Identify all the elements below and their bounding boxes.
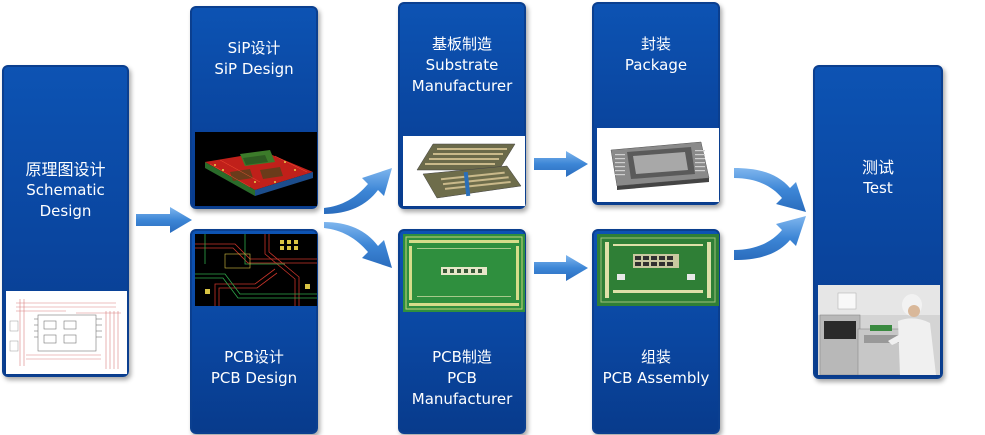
pcb-mfg-label-en1: PCB <box>447 369 477 387</box>
pcb-design-image <box>195 234 317 306</box>
stage-sip-design: SiP设计 SiP Design <box>190 6 318 209</box>
pcb-assembly-image <box>597 234 719 306</box>
substrate-label-en2: Manufacturer <box>411 77 513 95</box>
substrate-image <box>403 136 525 206</box>
assembly-label-zh: 组装 <box>640 348 671 366</box>
test-label-en1: Test <box>863 179 893 197</box>
sip-label-en1: SiP Design <box>214 60 294 78</box>
package-label-en1: Package <box>624 56 688 74</box>
substrate-label-en1: Substrate <box>425 56 499 74</box>
arrow-substrate-to-package <box>534 150 588 178</box>
schematic-label-zh: 原理图设计 <box>25 160 106 179</box>
test-label-zh: 测试 <box>861 158 894 177</box>
stage-pcb-assembly: 组装 PCB Assembly <box>592 229 720 434</box>
package-label-zh: 封装 <box>640 35 671 53</box>
stage-pcb-manufacturer: PCB制造 PCB Manufacturer <box>398 229 526 434</box>
arrow-schematic-to-design <box>136 205 192 235</box>
stage-test: 测试 Test <box>813 65 943 379</box>
pcb-mfg-label-zh: PCB制造 <box>432 348 492 366</box>
sip-design-image <box>195 132 317 206</box>
pcb-mfg-label-en2: Manufacturer <box>411 390 513 408</box>
stage-schematic-design: 原理图设计 Schematic Design <box>2 65 129 377</box>
schematic-label-en2: Design <box>39 202 92 220</box>
schematic-image <box>6 291 127 374</box>
sip-label-zh: SiP设计 <box>227 39 281 57</box>
pcb-design-label-zh: PCB设计 <box>224 348 284 366</box>
arrow-package-to-test <box>732 166 808 216</box>
package-image <box>597 128 719 202</box>
pcb-design-label-en1: PCB Design <box>210 369 298 387</box>
stage-package: 封装 Package <box>592 2 720 205</box>
assembly-label-en1: PCB Assembly <box>602 369 710 387</box>
arrow-pcb-mfg-to-assembly <box>534 254 588 282</box>
stage-substrate-manufacturer: 基板制造 Substrate Manufacturer <box>398 2 526 209</box>
arrow-sip-to-substrate <box>322 162 394 214</box>
substrate-label-zh: 基板制造 <box>431 35 492 53</box>
arrow-assembly-to-test <box>732 212 808 262</box>
test-image <box>818 285 940 375</box>
stage-pcb-design: PCB设计 PCB Design <box>190 229 318 434</box>
pcb-manufacturer-image <box>403 234 525 312</box>
arrow-pcb-design-to-pcb-mfg <box>322 222 394 274</box>
schematic-label-en1: Schematic <box>26 181 105 199</box>
